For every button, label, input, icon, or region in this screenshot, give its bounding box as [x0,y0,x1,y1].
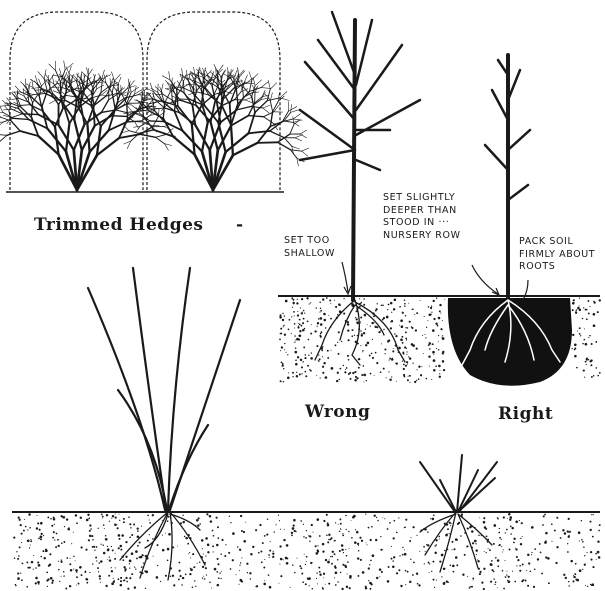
note-pack-soil: PACK SOIL FIRMLY ABOUT ROOTS [519,236,595,274]
unpruned-shrub [88,268,240,580]
caption-trimmed-hedges: Trimmed Hedges [34,215,203,235]
note-set-too-shallow: SET TOO SHALLOW [284,235,335,260]
annotation-arrows [342,262,528,298]
right-soil-pit [445,296,601,386]
trimmed-hedge-right [121,12,308,190]
note-set-slightly-deeper: SET SLIGHTLY DEEPER THAN STOOD IN ··· NU… [383,192,461,242]
caption-right: Right [498,404,553,424]
caption-wrong: Wrong [305,402,370,422]
caption-trimmed-hedges-mark: - [236,215,244,235]
pruned-shrub [420,455,497,572]
bottom-ground [12,512,601,590]
trimmed-hedge-left [0,12,176,190]
